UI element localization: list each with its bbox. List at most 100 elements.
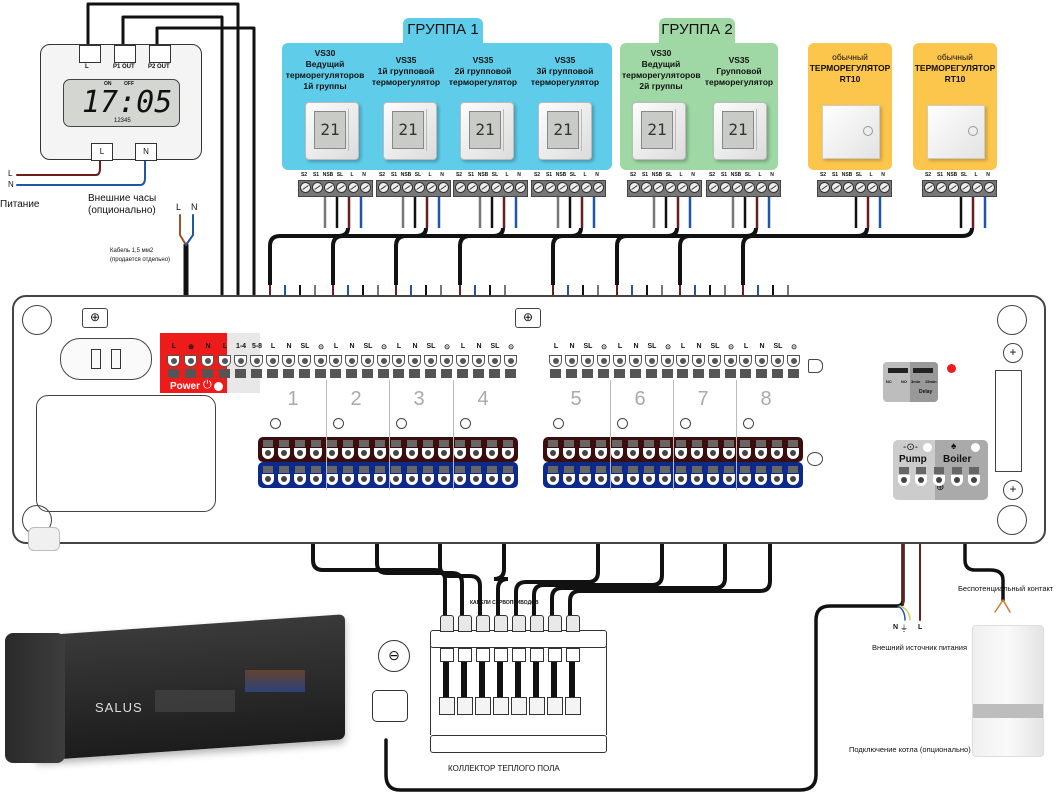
actuator-terminal[interactable] [611,466,623,486]
actuator-terminal[interactable] [563,466,575,486]
actuator-terminal[interactable] [643,466,655,486]
zone-6-terminal[interactable] [613,355,626,379]
actuator-terminal[interactable] [486,440,498,460]
actuator-terminal[interactable] [723,440,735,460]
zone-8-terminal[interactable] [739,355,752,379]
actuator-terminal[interactable] [691,440,703,460]
zone-6-terminal[interactable] [645,355,658,379]
actuator-terminal[interactable] [486,466,498,486]
dip-switch-nc-no[interactable] [888,368,908,373]
actuator-terminal[interactable] [755,466,767,486]
actuator-terminal[interactable] [502,440,514,460]
actuator-terminal[interactable] [723,466,735,486]
actuator-terminal[interactable] [358,440,370,460]
actuator-terminal[interactable] [342,440,354,460]
zone-7-terminal[interactable] [724,355,737,379]
actuator-terminal[interactable] [262,440,274,460]
actuator-terminal[interactable] [438,440,450,460]
power-terminal[interactable] [184,355,197,379]
actuator-terminal[interactable] [454,466,466,486]
dip-switch-delay[interactable] [913,368,933,373]
actuator-terminal[interactable] [691,466,703,486]
actuator-terminal[interactable] [707,440,719,460]
zone-8-terminal[interactable] [755,355,768,379]
power-terminal[interactable] [201,355,214,379]
actuator-terminal[interactable] [310,440,322,460]
actuator-terminal[interactable] [755,440,767,460]
zone-3-terminal[interactable] [408,355,421,379]
zone-2-terminal[interactable] [329,355,342,379]
actuator-terminal[interactable] [422,440,434,460]
zone-4-terminal[interactable] [504,355,517,379]
zone-5-terminal[interactable] [581,355,594,379]
actuator-terminal[interactable] [675,440,687,460]
zone-4-terminal[interactable] [456,355,469,379]
actuator-terminal[interactable] [358,466,370,486]
zone-2-terminal[interactable] [377,355,390,379]
actuator-terminal[interactable] [787,440,799,460]
actuator-terminal[interactable] [390,466,402,486]
zone-5-terminal[interactable] [565,355,578,379]
actuator-terminal[interactable] [675,466,687,486]
actuator-terminal[interactable] [406,466,418,486]
actuator-terminal[interactable] [643,440,655,460]
actuator-terminal[interactable] [771,466,783,486]
actuator-terminal[interactable] [595,466,607,486]
pump-boiler-terminal[interactable] [933,467,945,487]
actuator-terminal[interactable] [579,440,591,460]
actuator-terminal[interactable] [342,466,354,486]
actuator-terminal[interactable] [326,466,338,486]
zone-3-terminal[interactable] [424,355,437,379]
pump-boiler-terminal[interactable] [968,467,980,487]
actuator-terminal[interactable] [422,466,434,486]
zone-4-terminal[interactable] [472,355,485,379]
zone-8-terminal[interactable] [771,355,784,379]
actuator-terminal[interactable] [547,440,559,460]
actuator-terminal[interactable] [374,440,386,460]
actuator-terminal[interactable] [547,466,559,486]
actuator-terminal[interactable] [787,466,799,486]
actuator-terminal[interactable] [595,440,607,460]
actuator-terminal[interactable] [278,440,290,460]
actuator-terminal[interactable] [438,466,450,486]
actuator-terminal[interactable] [470,466,482,486]
actuator-terminal[interactable] [326,440,338,460]
pump-boiler-terminal[interactable] [915,467,927,487]
actuator-terminal[interactable] [262,466,274,486]
zone-6-terminal[interactable] [661,355,674,379]
actuator-terminal[interactable] [739,440,751,460]
actuator-terminal[interactable] [278,466,290,486]
aux-terminal[interactable] [250,355,263,379]
zone-7-terminal[interactable] [676,355,689,379]
zone-4-terminal[interactable] [488,355,501,379]
zone-1-terminal[interactable] [266,355,279,379]
actuator-terminal[interactable] [659,440,671,460]
actuator-terminal[interactable] [563,440,575,460]
zone-7-terminal[interactable] [708,355,721,379]
actuator-terminal[interactable] [771,440,783,460]
aux-terminal[interactable] [218,355,231,379]
zone-5-terminal[interactable] [549,355,562,379]
actuator-terminal[interactable] [294,440,306,460]
actuator-terminal[interactable] [627,466,639,486]
actuator-terminal[interactable] [294,466,306,486]
zone-1-terminal[interactable] [298,355,311,379]
zone-1-terminal[interactable] [314,355,327,379]
actuator-terminal[interactable] [659,466,671,486]
zone-6-terminal[interactable] [629,355,642,379]
actuator-terminal[interactable] [739,466,751,486]
zone-2-terminal[interactable] [361,355,374,379]
pump-boiler-terminal[interactable] [898,467,910,487]
actuator-terminal[interactable] [707,466,719,486]
zone-7-terminal[interactable] [692,355,705,379]
zone-3-terminal[interactable] [440,355,453,379]
actuator-terminal[interactable] [502,466,514,486]
actuator-terminal[interactable] [374,466,386,486]
config-switch-panel[interactable]: NC NO 3min 15min Delay [883,362,938,402]
actuator-terminal[interactable] [470,440,482,460]
actuator-terminal[interactable] [627,440,639,460]
zone-3-terminal[interactable] [392,355,405,379]
zone-8-terminal[interactable] [787,355,800,379]
actuator-terminal[interactable] [454,440,466,460]
pump-boiler-terminal[interactable] [951,467,963,487]
